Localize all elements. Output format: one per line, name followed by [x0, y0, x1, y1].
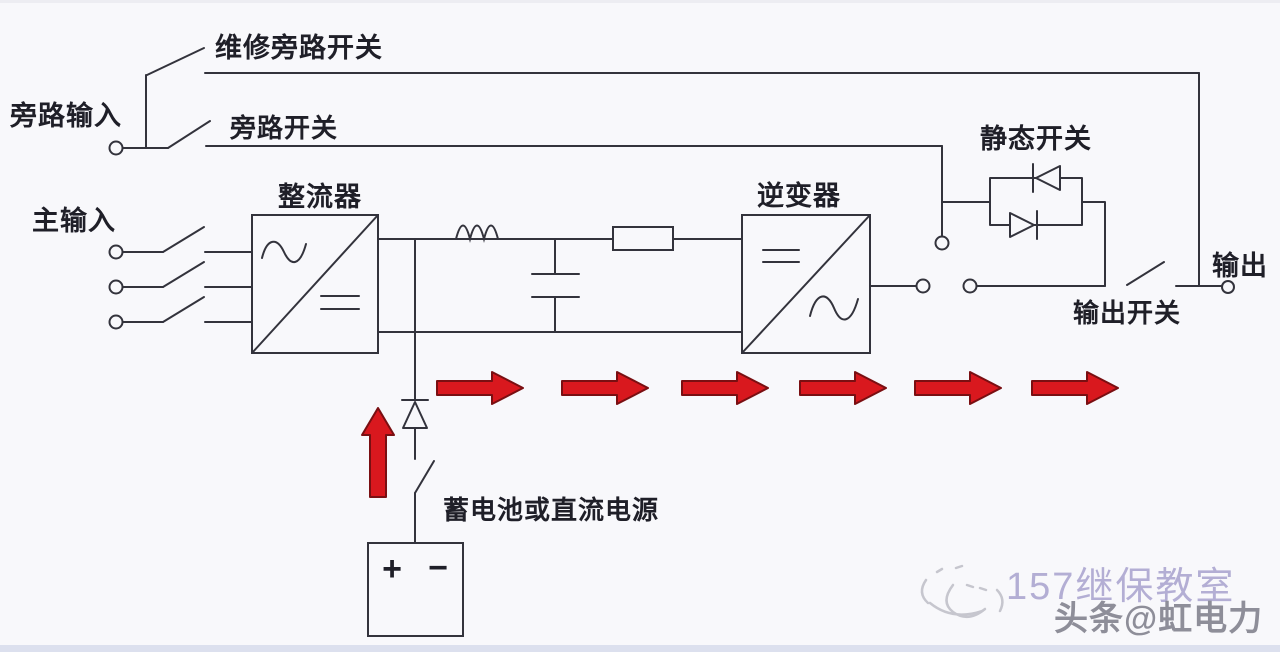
- filter-box: [612, 226, 674, 251]
- battery-switch-blade: [414, 460, 435, 494]
- static-switch: 静态开关: [941, 124, 1106, 287]
- maintenance-bypass-branch: 维修旁路开关: [146, 32, 1200, 76]
- diode-left-icon: [1035, 165, 1061, 191]
- bypass-input-terminal: [108, 140, 124, 156]
- rectifier: 整流器: [251, 182, 379, 354]
- watermark-credit-text: 头条@虹电力: [1054, 600, 1263, 638]
- inverter-output-contact: [962, 278, 978, 294]
- main-input-terminal: [108, 244, 124, 260]
- main-input-switch-blade: [162, 226, 205, 253]
- bypass-input-section: 旁路输入: [9, 74, 169, 156]
- diode-up-icon: [402, 401, 428, 429]
- battery-label: 蓄电池或直流电源: [443, 495, 659, 525]
- inverter-label: 逆变器: [757, 180, 841, 211]
- main-input-switch-blade: [162, 261, 205, 288]
- flow-arrow-up: [361, 407, 395, 498]
- inverter: 逆变器: [741, 180, 871, 354]
- top-edge-strip: [0, 0, 1280, 3]
- output-path: 输出开关: [869, 261, 1200, 328]
- capacitor-icon: [531, 238, 580, 333]
- dc-link: [377, 224, 743, 401]
- output-label: 输出: [1212, 250, 1268, 281]
- bypass-switch-branch: 旁路开关: [167, 113, 950, 251]
- main-input-terminal: [108, 314, 124, 330]
- main-input-terminal: [108, 279, 124, 295]
- static-switch-label: 静态开关: [980, 124, 1092, 154]
- ac-sine-icon: [261, 240, 307, 263]
- maintenance-bypass-switch-label: 维修旁路开关: [215, 32, 383, 63]
- bypass-input-label: 旁路输入: [9, 100, 122, 131]
- main-input-section: 主输入: [32, 205, 253, 330]
- flow-arrow-right: [436, 371, 524, 405]
- flow-arrow-right: [681, 371, 769, 405]
- watermark-brand-text: 157继保教室: [1006, 566, 1235, 608]
- dc-equals-icon: [320, 295, 360, 310]
- maintenance-bypass-switch-blade: [146, 47, 205, 76]
- battery-minus-symbol: −: [428, 549, 448, 587]
- diode-right-icon: [1009, 212, 1035, 238]
- rectifier-diagonal: [251, 214, 379, 354]
- watermark: 157继保教室 头条@虹电力: [920, 564, 1263, 638]
- inductor-icon: [455, 224, 499, 243]
- watermark-logo-icon: [920, 564, 1004, 618]
- power-flow-arrows: [361, 371, 1119, 498]
- battery-plus-symbol: +: [382, 550, 402, 588]
- main-input-label: 主输入: [32, 205, 116, 236]
- flow-arrow-right: [1031, 371, 1119, 405]
- flow-arrow-right: [799, 371, 887, 405]
- rectifier-label: 整流器: [278, 182, 362, 212]
- main-input-switch-blade: [162, 296, 205, 323]
- output-switch-label: 输出开关: [1073, 298, 1181, 328]
- output-switch-blade: [1126, 261, 1165, 286]
- battery-box: [367, 542, 464, 637]
- dc-equals-icon: [762, 249, 800, 263]
- bypass-switch-label: 旁路开关: [229, 113, 338, 143]
- output-terminal-section: 输出: [1198, 72, 1268, 294]
- output-terminal: [1221, 280, 1235, 294]
- bypass-switch-blade: [167, 120, 211, 149]
- battery-branch: 蓄电池或直流电源 + −: [367, 399, 659, 637]
- inverter-output-contact: [915, 278, 931, 294]
- ac-sine-icon: [809, 295, 859, 321]
- flow-arrow-right: [914, 371, 1002, 405]
- flow-arrow-right: [561, 371, 649, 405]
- bottom-edge-strip: [0, 645, 1280, 652]
- inverter-diagonal: [741, 214, 871, 354]
- wire: [1081, 201, 1106, 287]
- bypass-drop-contact: [934, 235, 950, 251]
